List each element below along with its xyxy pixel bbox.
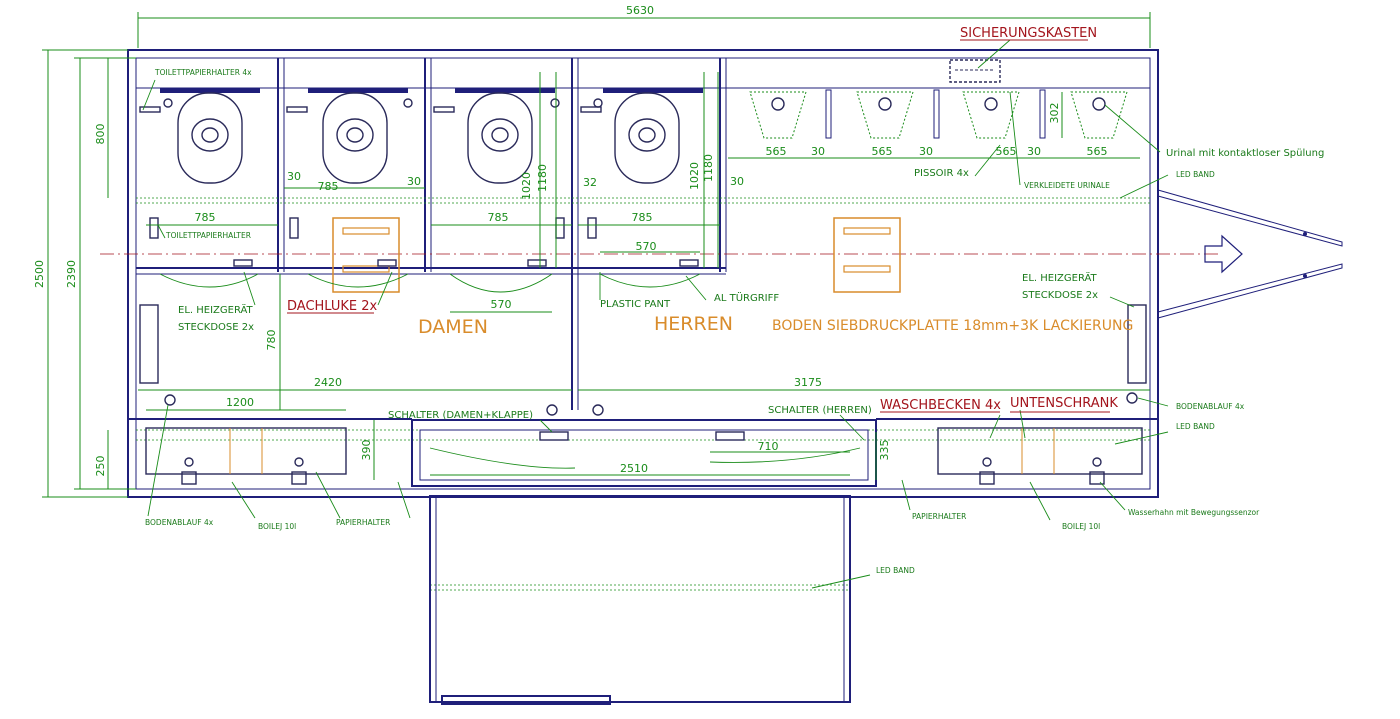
floor-drain-1 (164, 394, 176, 406)
floor-drain-2 (546, 404, 558, 416)
dimension-lines (42, 12, 1151, 498)
label-led-band-top: LED BAND (1176, 170, 1215, 179)
label-floor: BODEN SIEBDRUCKPLATTE 18mm+3K LACKIERUNG (772, 318, 1133, 334)
label-urinal: Urinal mit kontaktloser Spülung (1166, 148, 1324, 159)
label-heater-right-1: EL. HEIZGERÄT (1022, 271, 1098, 284)
urinals (749, 91, 1128, 139)
drawbar (1157, 189, 1343, 319)
label-damen: DAMEN (418, 316, 488, 338)
dim-390: 390 (360, 440, 373, 461)
label-boiler-right: BOILEJ 10l (1062, 522, 1100, 531)
fold-down-ramp (429, 495, 851, 705)
dim-1180-right: 1180 (702, 154, 715, 182)
dim-570-a: 570 (636, 240, 657, 253)
urinal-3 (962, 91, 1020, 139)
dim-30-u2: 30 (919, 145, 933, 158)
toilet-2 (308, 88, 408, 184)
dim-inner-width: 2390 (65, 260, 78, 288)
dim-785-a: 785 (195, 211, 216, 224)
dim-1200: 1200 (226, 396, 254, 409)
toilets (139, 88, 703, 239)
label-under-cabinet: UNTENSCHRANK (1010, 396, 1118, 411)
dim-30-u1: 30 (811, 145, 825, 158)
dim-32: 32 (583, 176, 597, 189)
label-roof-hatch: DACHLUKE 2x (287, 299, 378, 314)
cabin-doors (159, 259, 701, 293)
dim-570-b: 570 (491, 298, 512, 311)
toilet-1 (160, 88, 260, 184)
dim-800: 800 (94, 124, 107, 145)
led-band-lines (136, 197, 1150, 591)
label-floor-drain-left: BODENABLAUF 4x (145, 518, 214, 527)
dim-30-u3: 30 (1027, 145, 1041, 158)
label-boiler-left: BOILEJ 10l (258, 522, 296, 531)
label-toilet-paper-top: TOILETTPAPIERHALTER 4x (154, 68, 252, 77)
dim-1020-left: 1020 (520, 172, 533, 200)
dim-overall-length: 5630 (626, 4, 654, 17)
urinal-4 (1070, 91, 1128, 139)
dim-2510: 2510 (620, 462, 648, 475)
dim-30-c: 30 (730, 175, 744, 188)
dim-30-b: 30 (407, 175, 421, 188)
label-fuse-box: SICHERUNGSKASTEN (960, 26, 1097, 41)
floor-drain-4 (1126, 392, 1138, 404)
label-herren: HERREN (654, 313, 733, 335)
label-door-handle: AL TÜRGRIFF (714, 291, 779, 304)
label-led-band-ramp: LED BAND (876, 566, 915, 575)
label-wash-basin: WASCHBECKEN 4x (880, 398, 1001, 413)
dim-250: 250 (94, 456, 107, 477)
dim-565-c: 565 (996, 145, 1017, 158)
cabin-partitions (136, 58, 1046, 410)
label-heater-left-2: STECKDOSE 2x (178, 322, 254, 333)
wash-basin-right (937, 427, 1143, 485)
dim-785-c: 785 (488, 211, 509, 224)
urinal-2 (856, 91, 914, 139)
wash-basin-left (145, 427, 347, 485)
toilet-4 (603, 88, 703, 184)
urinal-1 (749, 91, 807, 139)
label-pissoir: PISSOIR 4x (914, 168, 969, 179)
dim-785-d: 785 (632, 211, 653, 224)
dim-1180-left: 1180 (536, 164, 549, 192)
roof-hatches (332, 217, 901, 293)
label-floor-drain-right: BODENABLAUF 4x (1176, 402, 1245, 411)
label-urinal-partition: VERKLEIDETE URINALE (1024, 181, 1110, 190)
dim-780: 780 (265, 330, 278, 351)
label-heater-left-1: EL. HEIZGERÄT (178, 303, 254, 316)
floor-drain-3 (592, 404, 604, 416)
label-led-band-right: LED BAND (1176, 422, 1215, 431)
dim-30-a: 30 (287, 170, 301, 183)
dim-3175: 3175 (794, 376, 822, 389)
label-switch-damen: SCHALTER (DAMEN+KLAPPE) (388, 410, 533, 421)
label-toilet-paper-mid: TOILETTPAPIERHALTER (165, 231, 251, 240)
direction-arrow-icon (1204, 234, 1243, 274)
dim-335: 335 (878, 440, 891, 461)
label-plastic-pant: PLASTIC PANT (600, 299, 671, 310)
heater-right (1127, 304, 1147, 384)
dim-785-b: 785 (318, 180, 339, 193)
fuse-box (949, 59, 1001, 83)
entry-steps (411, 419, 877, 487)
label-switch-herren: SCHALTER (HERREN) (768, 405, 872, 416)
dim-710: 710 (758, 440, 779, 453)
dim-302: 302 (1048, 103, 1061, 124)
dim-2420: 2420 (314, 376, 342, 389)
dim-overall-width: 2500 (33, 260, 46, 288)
dim-565-a: 565 (766, 145, 787, 158)
label-paper-holder-left: PAPIERHALTER (336, 518, 390, 527)
label-heater-right-2: STECKDOSE 2x (1022, 290, 1098, 301)
label-faucet: Wasserhahn mit Bewegungssenzor (1128, 508, 1260, 517)
dim-565-b: 565 (872, 145, 893, 158)
label-paper-holder-right: PAPIERHALTER (912, 512, 966, 521)
toilet-3 (455, 88, 555, 184)
leaders (142, 39, 1169, 589)
dim-1020-right: 1020 (688, 162, 701, 190)
heater-left (139, 304, 159, 384)
dim-565-d: 565 (1087, 145, 1108, 158)
